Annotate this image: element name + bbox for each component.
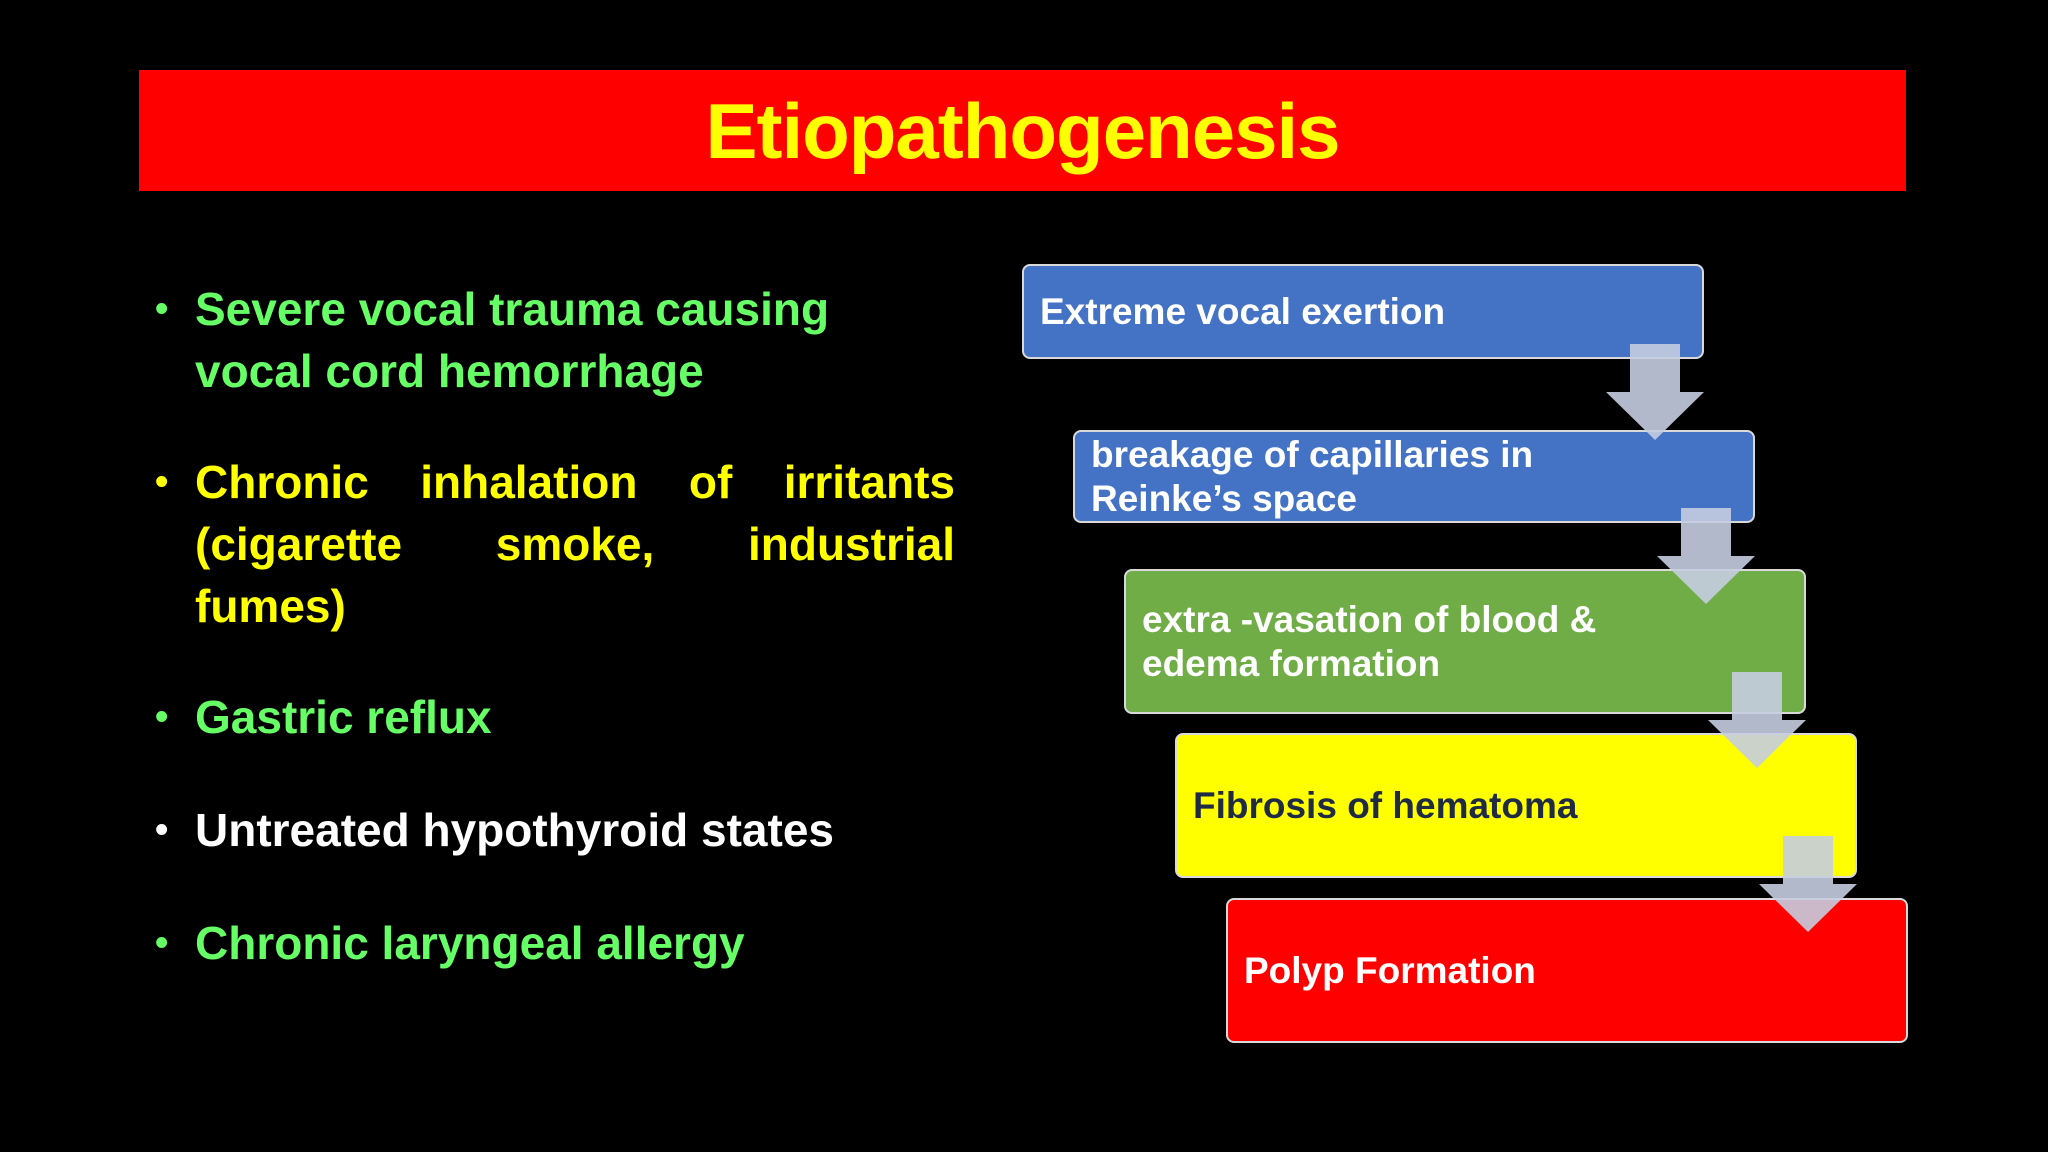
bullet-text: Untreated hypothyroid states: [195, 804, 834, 856]
flow-step-label: Polyp Formation: [1244, 949, 1536, 991]
flow-step-label: Extreme vocal exertion: [1040, 290, 1446, 332]
bullet-dot: •: [155, 696, 169, 738]
down-arrow-icon: [1606, 344, 1704, 440]
bullet-text: Chronic inhalation of irritants (cigaret…: [195, 456, 955, 632]
down-arrow-icon: [1759, 836, 1857, 932]
flow-step-label: breakage of capillaries in Reinke’s spac…: [1091, 433, 1534, 519]
title-bar: Etiopathogenesis: [139, 70, 1906, 191]
bullet-text: Chronic laryngeal allergy: [195, 917, 745, 969]
bullet-item-irritants: • Chronic inhalation of irritants (cigar…: [155, 451, 955, 637]
flow-step-capillary-breakage: breakage of capillaries in Reinke’s spac…: [1073, 430, 1755, 523]
bullet-item-allergy: • Chronic laryngeal allergy: [155, 912, 955, 974]
flow-step-vocal-exertion: Extreme vocal exertion: [1022, 264, 1704, 359]
flow-step-polyp: Polyp Formation: [1226, 898, 1908, 1043]
flow-step-label: Fibrosis of hematoma: [1193, 784, 1578, 826]
bullet-text: Gastric reflux: [195, 691, 492, 743]
bullet-dot: •: [155, 922, 169, 964]
bullet-dot: •: [155, 288, 169, 330]
flow-step-extravasation: extra -vasation of blood & edema formati…: [1124, 569, 1806, 714]
bullet-dot: •: [155, 461, 169, 503]
slide-title: Etiopathogenesis: [705, 86, 1340, 175]
bullet-text: Severe vocal trauma causing vocal cord h…: [195, 283, 830, 397]
flow-step-label: extra -vasation of blood & edema formati…: [1142, 598, 1597, 684]
flow-step-fibrosis: Fibrosis of hematoma: [1175, 733, 1857, 878]
bullet-dot: •: [155, 809, 169, 851]
bullet-item-vocal-trauma: • Severe vocal trauma causing vocal cord…: [155, 278, 955, 402]
down-arrow-icon: [1708, 672, 1806, 768]
down-arrow-icon: [1657, 508, 1755, 604]
bullet-item-gastric-reflux: • Gastric reflux: [155, 686, 955, 748]
bullet-item-hypothyroid: • Untreated hypothyroid states: [155, 799, 955, 861]
